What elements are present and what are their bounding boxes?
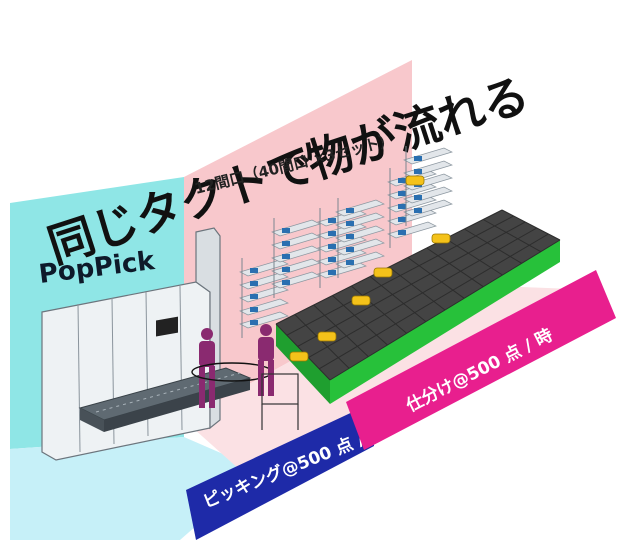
sorting-cart [261,373,299,430]
robot [431,233,451,244]
rack-unit [335,198,385,278]
robot [317,331,337,342]
worker-picking [199,328,215,408]
rack-unit [403,146,453,226]
robot [351,295,371,306]
poppick-station [41,227,252,461]
worker-sorting [258,324,274,396]
rack-unit [271,218,321,298]
sorting-robots [289,175,451,362]
robot [289,351,309,362]
rack-unit [239,258,289,338]
tote-grid [275,209,561,404]
robot [405,175,425,186]
robot [373,267,393,278]
rack-unit [317,208,367,288]
rack-shelves [239,146,453,338]
